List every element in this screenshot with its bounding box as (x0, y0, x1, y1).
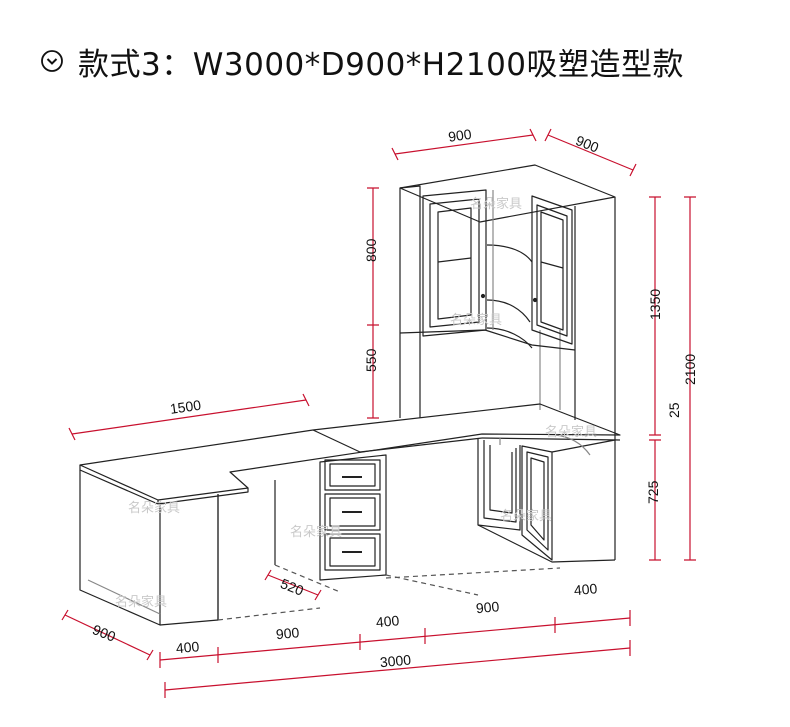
dim-seg-corner-900: 900 (475, 598, 500, 616)
watermark: 名朵家具 (470, 196, 522, 212)
drawer-unit (319, 454, 387, 581)
desk-top (79, 403, 621, 501)
page-title: 款式3：W3000*D900*H2100吸塑造型款 (78, 46, 685, 83)
upper-cabinet-top (399, 164, 616, 223)
dim-seg-right-400: 400 (573, 580, 598, 598)
dim-lower-height: 725 (645, 480, 661, 504)
watermark: 名朵家具 (450, 312, 502, 328)
dim-desk-thickness: 25 (666, 402, 682, 418)
dim-seg-drawer-400: 400 (375, 612, 400, 630)
dim-gap-above-desk: 550 (363, 348, 379, 372)
dim-top-depth: 900 (573, 132, 601, 156)
dim-seg-middle-900: 900 (275, 624, 300, 642)
watermark: 名朵家具 (115, 594, 167, 610)
chevron-down-circle-icon (40, 49, 64, 73)
watermark: 名朵家具 (545, 424, 597, 440)
page-header: 款式3：W3000*D900*H2100吸塑造型款 (40, 36, 684, 86)
dim-upper-cabinet: 800 (363, 238, 379, 262)
dim-knee-depth: 520 (278, 575, 306, 599)
dim-total-height: 2100 (682, 354, 698, 385)
dim-right-height: 1350 (647, 289, 663, 320)
lower-corner-cabinet (477, 434, 616, 563)
dim-seg-left-400: 400 (175, 638, 200, 656)
watermark: 名朵家具 (128, 500, 180, 516)
dim-desk-length: 1500 (169, 397, 202, 417)
watermark: 名朵家具 (290, 524, 342, 540)
dim-left-depth: 900 (90, 621, 118, 645)
dim-top-width: 900 (447, 126, 473, 145)
watermark: 名朵家具 (500, 508, 552, 524)
dim-total-width: 3000 (379, 652, 412, 671)
upper-right-glass-door (531, 195, 573, 345)
